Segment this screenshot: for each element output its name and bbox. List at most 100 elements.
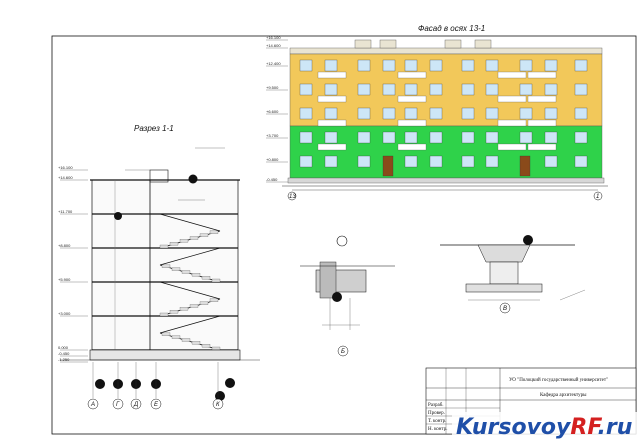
facade-level-marks: +16.100 +14.600 +12.400 +9.500 +6.600 +3.700 +… [266, 35, 288, 183]
facade-window [357, 59, 371, 72]
facade-balcony [397, 119, 427, 127]
facade-window [429, 83, 443, 96]
facade-balcony [527, 143, 557, 151]
section-axis-bubble [150, 398, 162, 410]
section-level-label: +14.600 [58, 175, 73, 180]
facade-balcony [497, 71, 527, 79]
facade-window [324, 107, 338, 120]
facade-window [382, 83, 396, 96]
facade-window [574, 59, 588, 72]
facade-window [461, 83, 475, 96]
facade-window [574, 155, 588, 168]
facade-balcony [317, 71, 347, 79]
facade-window [485, 155, 499, 168]
facade-window [299, 155, 313, 168]
facade-window [404, 59, 418, 72]
stair-flight [159, 315, 221, 334]
facade-window [544, 107, 558, 120]
section-level-label: +16.100 [58, 165, 73, 170]
title-block-row: Т. контр. [428, 419, 446, 424]
facade-window [461, 107, 475, 120]
facade-level-label: +6.600 [266, 109, 279, 114]
facade-window [429, 107, 443, 120]
detail-b-label: Б [341, 349, 345, 355]
facade-balcony [397, 71, 427, 79]
facade-window [544, 155, 558, 168]
facade-window [485, 107, 499, 120]
stair-flight [159, 281, 221, 300]
facade-window [299, 59, 313, 72]
facade-level-label: +16.100 [266, 35, 281, 40]
section-level-label: +11.700 [58, 209, 73, 214]
facade-balcony [317, 143, 347, 151]
facade-window [485, 59, 499, 72]
facade-window [324, 131, 338, 144]
section-axis-label: Г [116, 402, 120, 408]
facade-window [357, 83, 371, 96]
watermark-logo: KursovoyRF.ru [452, 412, 638, 440]
title-block-university: УО "Полоцкий государственный университет… [509, 378, 608, 383]
facade-window [574, 131, 588, 144]
facade-balcony [527, 95, 557, 103]
section-axis-label: К [216, 402, 220, 408]
watermark-domain: .ru [598, 415, 633, 440]
facade-axis-13: 13 [289, 194, 296, 200]
facade-level-label: +3.700 [266, 133, 279, 138]
facade-level-label: +0.800 [266, 157, 279, 162]
facade-window [485, 131, 499, 144]
facade-window [324, 59, 338, 72]
facade-window [382, 107, 396, 120]
facade-title: Фасад в осях 13-1 [418, 24, 485, 33]
facade-windows [299, 59, 588, 177]
section-title: Разрез 1-1 [134, 124, 174, 133]
facade-window [519, 83, 533, 96]
facade-window [519, 59, 533, 72]
facade-window [544, 83, 558, 96]
facade-window [404, 107, 418, 120]
facade-level-label: +12.400 [266, 61, 281, 66]
facade-window [382, 59, 396, 72]
section-drawing: Разрез 1-1 +16.100+14.600+11.700+8.800+5… [58, 124, 260, 410]
stair-flight [159, 213, 221, 232]
facade-balcony [497, 143, 527, 151]
facade-balcony [497, 119, 527, 127]
facade-balcony [317, 95, 347, 103]
facade-level-label: +9.500 [266, 85, 279, 90]
detail-v-label: В [503, 306, 507, 312]
facade-window [404, 155, 418, 168]
facade-door [519, 155, 531, 177]
section-level-label: -0.450 [58, 351, 70, 356]
title-block-row: Разраб. [428, 403, 444, 408]
facade-balcony [497, 95, 527, 103]
facade-window [382, 131, 396, 144]
section-axis-bubble [130, 398, 142, 410]
facade-window [461, 155, 475, 168]
detail-v: В [440, 235, 586, 314]
facade-window [519, 131, 533, 144]
facade-balcony [397, 95, 427, 103]
stair-flight [159, 247, 221, 266]
facade-window [574, 107, 588, 120]
facade-window [519, 107, 533, 120]
section-callout-lines [125, 147, 225, 201]
section-axis-bubble [212, 398, 224, 410]
section-level-label: +3.000 [58, 311, 71, 316]
facade-window [324, 155, 338, 168]
facade-window [429, 155, 443, 168]
facade-window [357, 131, 371, 144]
title-block-department: Кафедра архитектуры [540, 393, 587, 398]
facade-drawing: Фасад в осях 13-1 +16.100+14.600+12.400+… [266, 24, 608, 201]
facade-axis-1: 1 [596, 194, 599, 200]
section-level-label: +5.900 [58, 277, 71, 282]
section-axis-bubble [87, 398, 99, 410]
facade-window [544, 131, 558, 144]
facade-window [574, 83, 588, 96]
facade-level-label: +14.600 [266, 43, 281, 48]
facade-window [299, 131, 313, 144]
svg-text:KursovoyRF.ru: KursovoyRF.ru [456, 415, 632, 440]
title-block-row: Н. контр. [428, 427, 447, 432]
facade-balcony [317, 119, 347, 127]
section-level-label: -1.250 [58, 357, 70, 362]
facade-balcony [527, 119, 557, 127]
